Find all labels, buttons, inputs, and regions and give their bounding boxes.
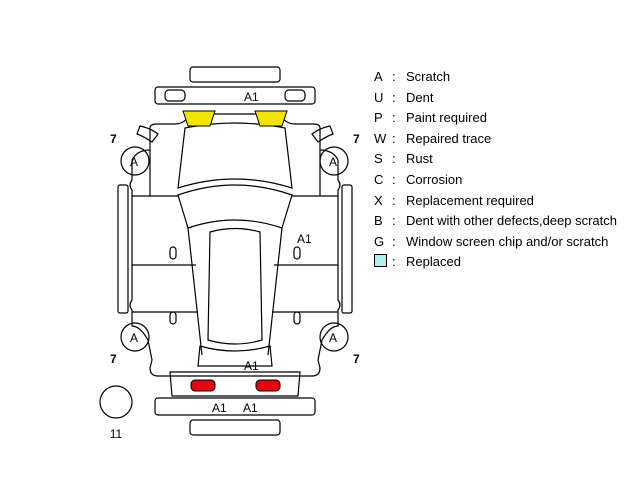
rear-window (197, 345, 273, 367)
legend-colon: : (392, 130, 396, 146)
roof (207, 227, 263, 345)
roof-left-line (187, 227, 203, 356)
front-left-count: 7 (110, 132, 117, 146)
rear-deck (169, 371, 301, 397)
legend-item: X: Replacement required (374, 192, 634, 209)
legend-description: Repaired trace (406, 130, 492, 146)
legend-description: Scratch (406, 69, 451, 84)
legend-code: G (374, 233, 385, 249)
left-mirror (136, 125, 159, 143)
legend-code: P (374, 110, 383, 126)
legend-colon: : (392, 192, 396, 208)
legend-colon: : (392, 233, 396, 249)
rear-right-wheel (319, 322, 349, 352)
legend-description: Replaced (406, 254, 461, 270)
front-left-wheel (120, 146, 150, 176)
legend-item: P: Paint required (374, 109, 634, 126)
front-right-wheel (319, 146, 349, 176)
legend-item: S: Rust (374, 150, 634, 167)
red-marker-right (255, 379, 281, 392)
legend-code: X (374, 192, 383, 208)
legend-item: U: Dent (374, 89, 634, 106)
rear-bumper-label-left: A1 (212, 401, 227, 415)
red-marker-left (190, 379, 216, 392)
legend-item: B: Dent with other defects,deep scratch (374, 212, 634, 229)
legend-item-replaced: : Replaced (374, 253, 634, 270)
front-right-wheel-code: A (329, 155, 337, 169)
right-front-handle (293, 246, 301, 260)
legend-colon: : (392, 171, 396, 187)
legend-code: C (374, 171, 384, 187)
rear-bumper-outer (189, 419, 281, 436)
rear-right-count: 7 (353, 352, 360, 366)
hood (177, 122, 293, 189)
legend-colon: : (392, 213, 396, 229)
front-light-right (284, 89, 306, 102)
windshield (177, 184, 293, 229)
legend-code: B (374, 213, 383, 229)
rear-left-count: 7 (110, 352, 117, 366)
legend-description: Dent (406, 89, 434, 105)
legend-colon: : (392, 151, 396, 167)
replaced-swatch (374, 254, 387, 268)
front-light-left (164, 89, 186, 102)
legend-code: A (374, 69, 383, 84)
legend-description: Paint required (406, 110, 487, 126)
legend-colon: : (392, 254, 396, 270)
rear-left-wheel-code: A (130, 331, 138, 345)
right-mirror (311, 125, 334, 143)
front-bumper-outer (189, 66, 281, 83)
left-side-skirt (117, 184, 129, 314)
right-rear-handle (293, 311, 301, 325)
legend-item: G: Window screen chip and/or scratch (374, 233, 634, 250)
rear-bumper (154, 397, 316, 416)
rear-right-wheel-code: A (329, 331, 337, 345)
left-front-handle (169, 246, 177, 260)
right-side-skirt (341, 184, 353, 314)
legend-description: Rust (406, 151, 433, 167)
legend-code: U (374, 89, 384, 105)
legend-description: Corrosion (406, 171, 463, 187)
legend-colon: : (392, 89, 396, 105)
legend-item: W: Repaired trace (374, 130, 634, 147)
roof-right-line (267, 227, 283, 356)
rear-deck-label: A1 (244, 359, 259, 373)
legend-description: Window screen chip and/or scratch (406, 233, 609, 249)
front-left-wheel-code: A (130, 155, 138, 169)
legend-code: W (374, 130, 387, 146)
legend-item: C: Corrosion (374, 171, 634, 188)
front-right-count: 7 (353, 132, 360, 146)
rear-bumper-label-right: A1 (243, 401, 258, 415)
legend-description: Dent with other defects,deep scratch (406, 213, 618, 229)
spare-tire (99, 385, 133, 419)
paint-marker-left (182, 110, 216, 127)
legend-description: Replacement required (406, 192, 534, 208)
left-rear-handle (169, 311, 177, 325)
legend-colon: : (392, 110, 396, 126)
legend-item: A: Scratch (374, 68, 634, 85)
spare-tire-count: 11 (110, 427, 123, 441)
right-side-label: A1 (297, 232, 312, 246)
rear-left-wheel (120, 322, 150, 352)
front-bumper (154, 86, 316, 105)
front-bumper-label: A1 (244, 90, 259, 104)
legend-colon: : (392, 69, 396, 84)
legend-code: S (374, 151, 383, 167)
paint-marker-right (254, 110, 288, 127)
